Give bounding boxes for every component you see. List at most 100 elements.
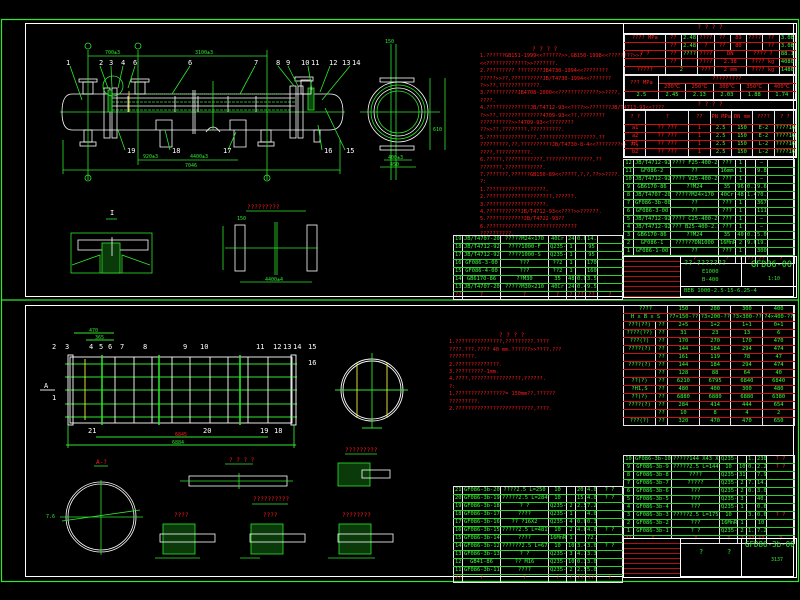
note-line: ?????>>??,??????????JB/T4730-1994<<?????… (480, 75, 612, 82)
balloon-19: 19 (260, 427, 269, 435)
dim-overall-7046: 7046 (185, 163, 198, 169)
sheet1-bom-left: 19JB/T4707-2000?????M24×17040Cr240.6114.… (453, 235, 623, 300)
sheet1-technical-notes: ? ? ? ? 1.??????GB151-1999<<??????>>,GB1… (480, 46, 664, 239)
balloon-10: 10 (301, 59, 310, 67)
balloon-20: 20 (203, 427, 212, 435)
note-line: 3.??????????JB4708-2000<<?????????????>>… (480, 90, 621, 97)
note-line: 1.???????????????,?????????.???? (449, 339, 549, 346)
note-line: ???????,????????????. (480, 164, 546, 171)
note-line: ??>>??,????????,??????????. (480, 127, 565, 134)
revision-grid (624, 539, 681, 577)
balloon-2: 2 (52, 343, 57, 351)
tie-rod-detail (180, 463, 293, 489)
end-view-dim-450: 450 (390, 162, 400, 168)
drawing-code: GFD86-3b-00 (745, 540, 795, 549)
note-line: 1.??????GB151-1999<<??????>>,GB150-1998<… (480, 53, 643, 60)
section-A-dim: 7.6 (46, 514, 56, 520)
dim-700: 700±3 (105, 50, 121, 56)
note-line: ????. (480, 97, 496, 104)
balloon-15: 15 (346, 147, 355, 155)
balloon-6a: 6 (133, 59, 138, 67)
nozzle-table-title: ? ? ? ? (624, 100, 796, 110)
note-line: 5.????????????JB/T4722-93?? (480, 216, 565, 223)
note-line: 3.?????????-1mm. (449, 369, 499, 376)
balloon-3: 3 (65, 343, 70, 351)
drawing-scale: 1:10 (768, 276, 781, 282)
design-data-table: ? ? ? ? ???? MPa ?? 2.48 ???? ?? 89 ????… (623, 23, 797, 158)
note-line: 3.???????????????????. (480, 201, 549, 208)
balloon-9: 9 (183, 343, 188, 351)
drawing-title-b: ? (727, 548, 732, 556)
note-line: ????.???.???? 40 mm.??????>>????.??? (449, 346, 562, 353)
detail-I-view (70, 218, 153, 274)
balloon-16: 16 (308, 359, 317, 367)
note-line: 2.?????????????????????,??????. (480, 194, 577, 201)
note-line: 4.???????????JB/T4712-93<<????>>??????. (480, 208, 602, 215)
dim-470: 470 (89, 328, 99, 334)
dim-6845: 6845 (175, 432, 188, 438)
heat-exchanger-elevation-view (60, 42, 351, 182)
dim-365: 365 (95, 335, 105, 341)
balloon-12: 12 (329, 59, 338, 67)
balloon-11: 11 (256, 343, 265, 351)
design-table-title: ? ? ? ? (624, 24, 796, 34)
balloon-1: 1 (66, 59, 71, 67)
drawing-number: BEB 1000-2.5-15-6.25-4 (684, 288, 757, 294)
balloon-9: 9 (286, 59, 291, 67)
section-circle-view (335, 353, 408, 429)
weld-detail-title-1: ???? (174, 512, 189, 519)
section-arrow-A: A (44, 382, 49, 390)
drawing-code: GFD86-00 (751, 260, 792, 270)
nozzle-row: a1 ?? ??? 1 2.5 150 E-2 ????168 (623, 124, 797, 133)
balloon-17: 17 (223, 147, 232, 155)
note-line: 1.????????????????= 150mm??,?????? (449, 391, 556, 398)
balloon-11: 11 (311, 59, 320, 67)
balloon-7: 7 (120, 343, 125, 351)
detail-I-label: I (110, 209, 115, 217)
balloon-18: 18 (274, 427, 283, 435)
notes-title: ? ? ? ? (532, 46, 558, 53)
balloon-13: 13 (342, 59, 351, 67)
balloon-4: 4 (121, 59, 126, 67)
balloon-6: 6 (108, 343, 113, 351)
balloon-2: 2 (99, 59, 104, 67)
balloon-8: 8 (143, 343, 148, 351)
note-line: ?>>??,??????????????4709-93<<??,???????? (480, 112, 605, 119)
note-line: ?: (449, 383, 456, 390)
end-view (360, 44, 446, 180)
balloon-15: 15 (308, 343, 317, 351)
bom-header-row: ??????????? (453, 574, 623, 583)
drawing-title-a: ? (699, 548, 704, 556)
note-line: 2.??????????????. (449, 361, 503, 368)
balloon-12: 12 (273, 343, 282, 351)
title-sub-1: E1000 (702, 269, 719, 275)
note-line: ??????????. (480, 231, 515, 238)
end-view-dim-height: 610 (433, 127, 443, 133)
